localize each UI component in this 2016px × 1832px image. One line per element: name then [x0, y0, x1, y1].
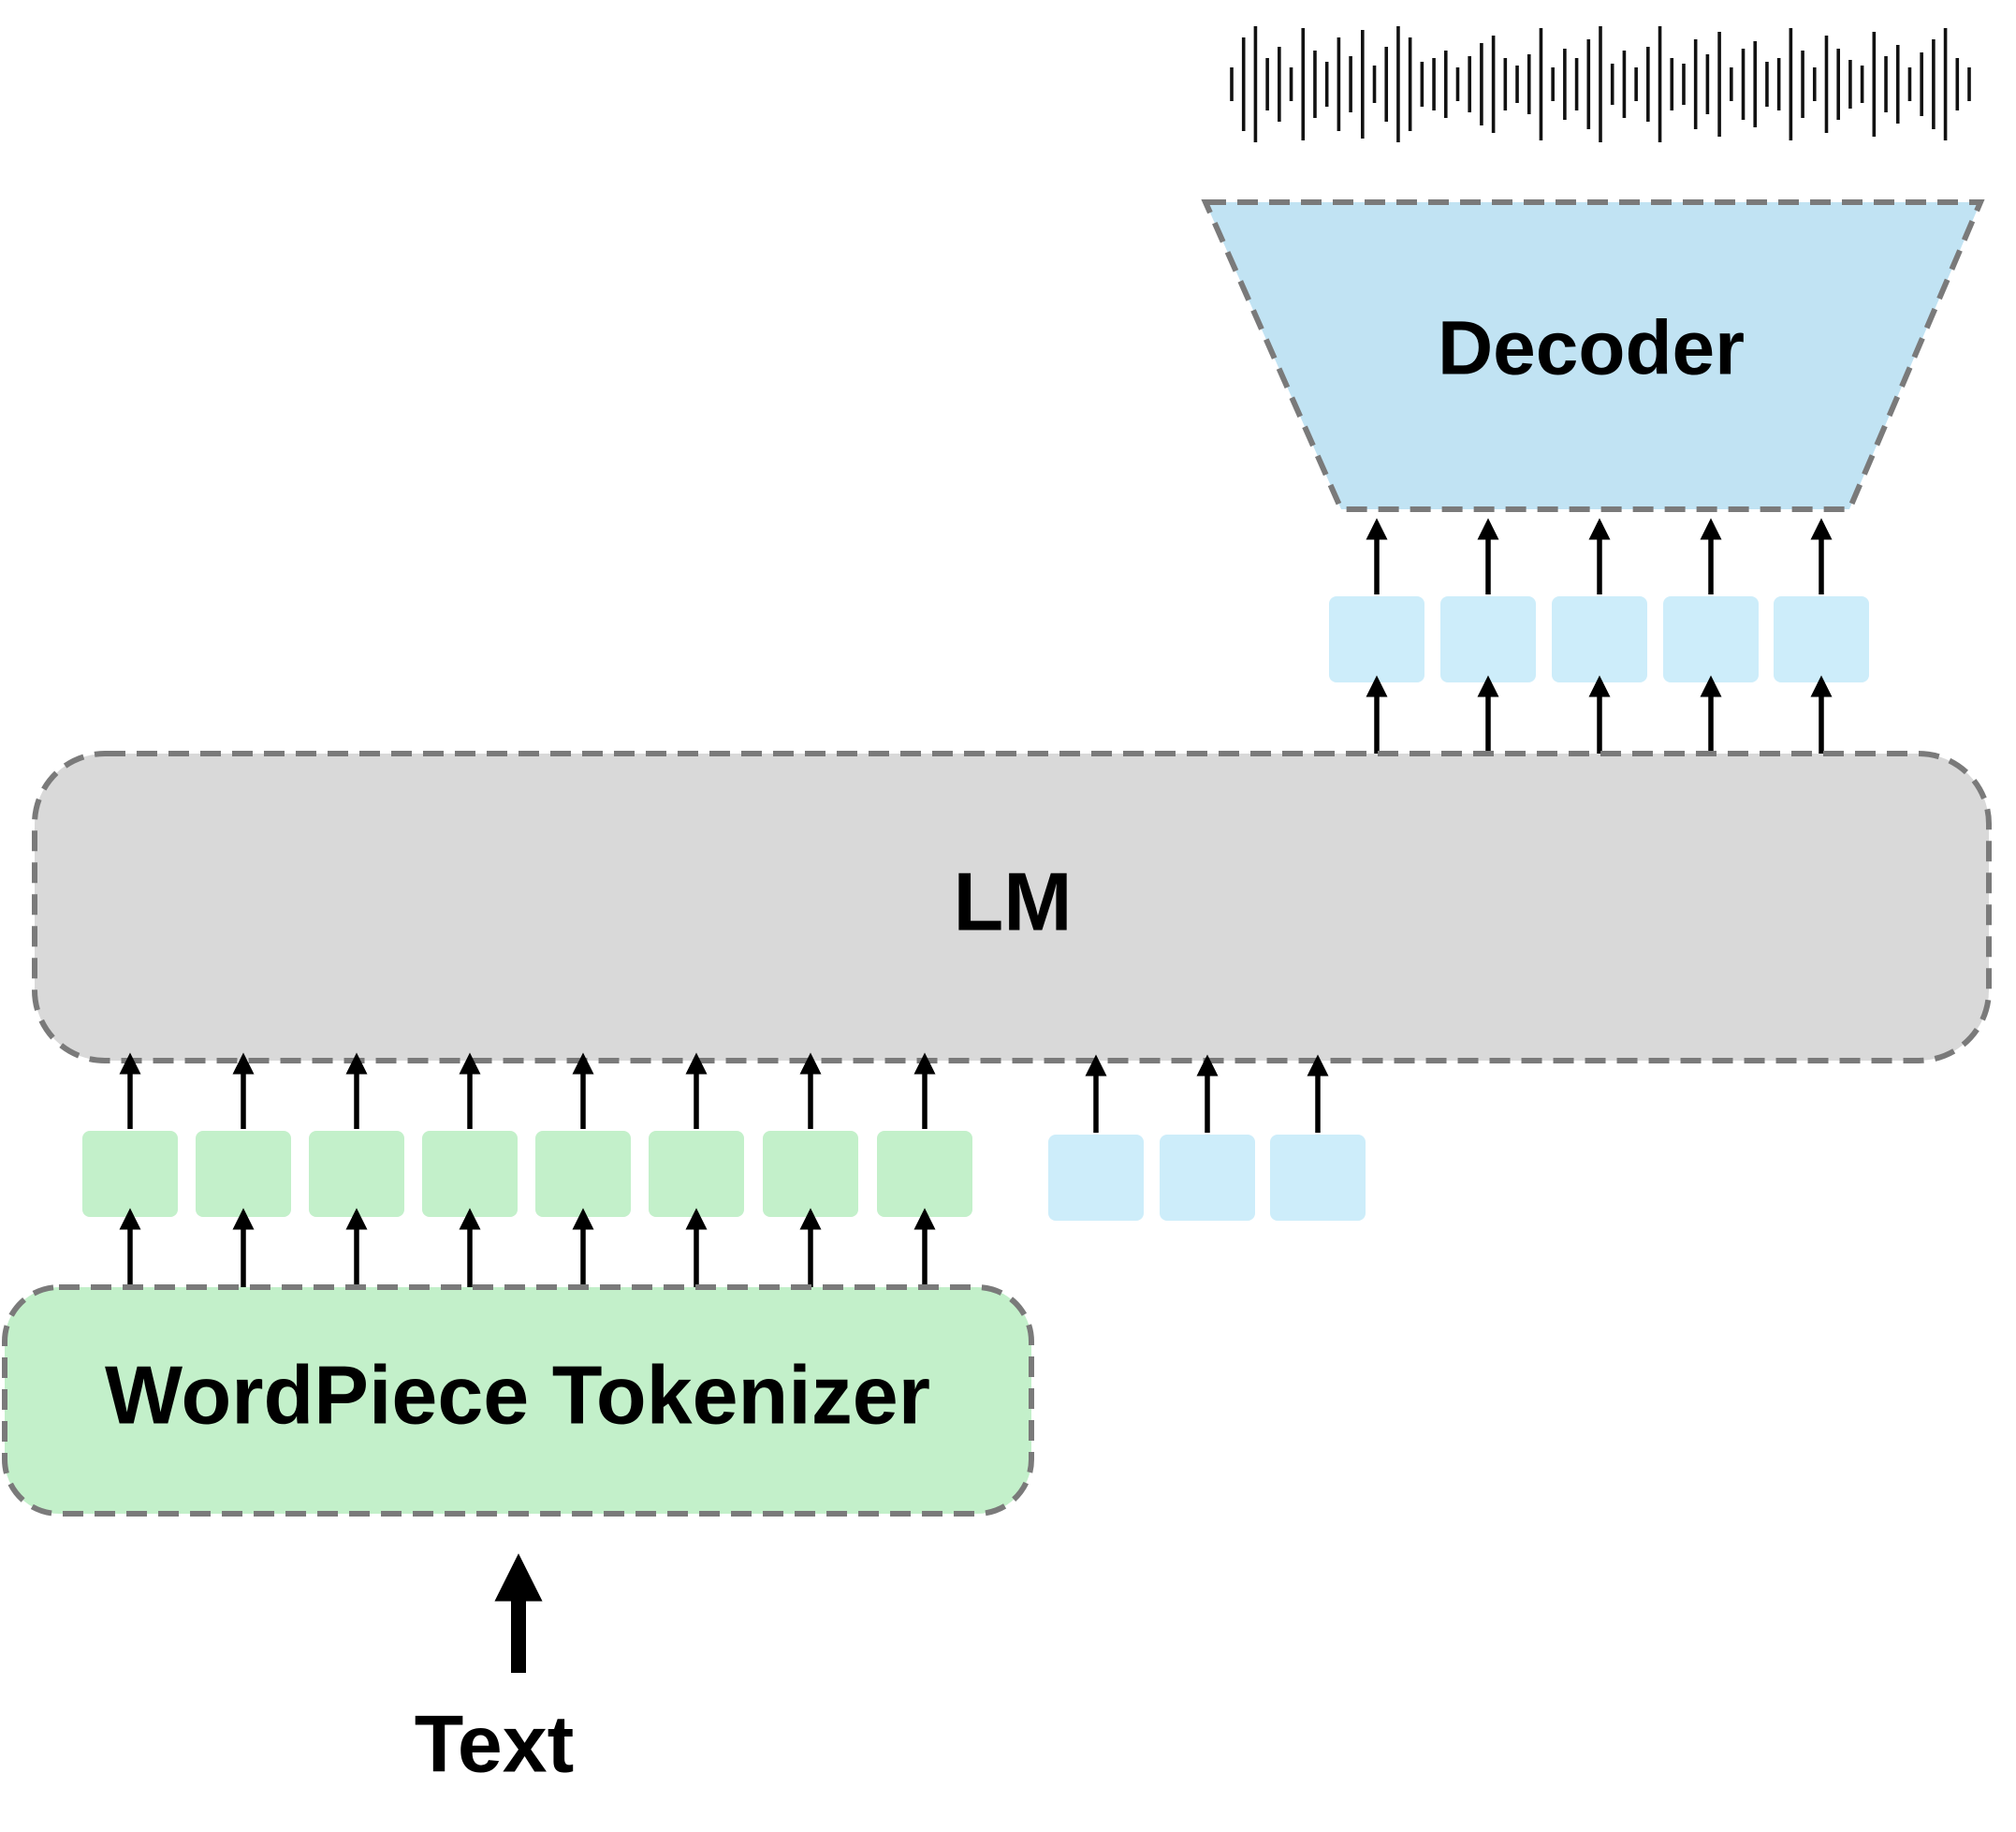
- audio-prompt-token: [1048, 1135, 1144, 1221]
- text-token-arrows: [119, 1052, 936, 1287]
- text-token: [422, 1131, 518, 1217]
- text-token: [535, 1131, 631, 1217]
- audio-prompt-arrows: [1085, 1054, 1329, 1133]
- lm-block: [32, 751, 1992, 1063]
- lm-label: LM: [953, 855, 1072, 947]
- audio-output-arrows: [1366, 518, 1833, 754]
- audio-prompt-token: [1160, 1135, 1255, 1221]
- audio-output-token: [1329, 596, 1424, 682]
- audio-output-tokens: [1329, 596, 1869, 682]
- text-token: [309, 1131, 404, 1217]
- text-token: [649, 1131, 744, 1217]
- text-token: [763, 1131, 858, 1217]
- tokenizer-block: [2, 1284, 1034, 1517]
- audio-output-token: [1774, 596, 1869, 682]
- text-tokens: [82, 1131, 972, 1217]
- tokenizer-label: WordPiece Tokenizer: [105, 1348, 930, 1441]
- audio-waveform-icon: [1230, 26, 1971, 142]
- text-token: [877, 1131, 972, 1217]
- audio-output-token: [1440, 596, 1536, 682]
- decoder-block: [1201, 199, 1985, 512]
- audio-prompt-tokens: [1048, 1135, 1366, 1221]
- text-input-label: Text: [415, 1700, 574, 1790]
- audio-prompt-token: [1270, 1135, 1366, 1221]
- audio-output-token: [1552, 596, 1647, 682]
- text-token: [82, 1131, 178, 1217]
- text-token: [196, 1131, 291, 1217]
- audio-output-token: [1663, 596, 1759, 682]
- decoder-label: Decoder: [1438, 306, 1745, 391]
